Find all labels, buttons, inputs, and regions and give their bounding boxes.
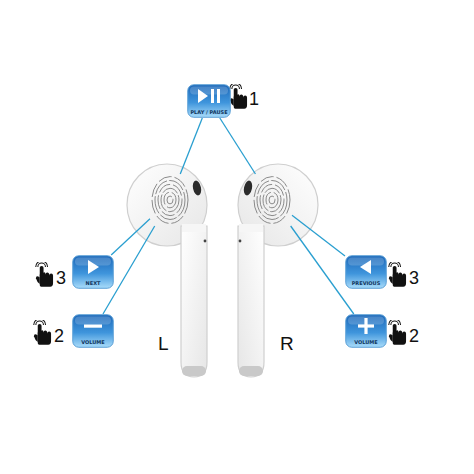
fingerprint-ridge <box>167 196 173 204</box>
callout-number: 2 <box>409 326 419 346</box>
fingerprint-ridge <box>155 181 185 220</box>
fingerprint-ridge <box>152 177 188 224</box>
fingerprint-ridge <box>254 177 290 224</box>
side-letter: L <box>158 334 169 354</box>
control-button: PLAY / PAUSE <box>187 84 231 118</box>
side-letter: R <box>280 334 294 354</box>
button-face <box>73 256 114 289</box>
callout-number: 1 <box>249 89 259 109</box>
leader-line <box>111 219 150 255</box>
tap-hand <box>389 261 406 287</box>
button-face <box>73 315 114 348</box>
right-earbud <box>238 164 318 377</box>
control-button: PREVIOUS <box>345 255 387 289</box>
tap-hand <box>230 83 247 109</box>
touch-area: R <box>252 174 292 226</box>
callout-number: 3 <box>56 268 66 288</box>
leader-line <box>180 118 202 174</box>
button-caption: NEXT <box>86 280 101 286</box>
button-glyph <box>198 89 220 103</box>
fingerprint-ridge <box>158 184 182 215</box>
touch-area: L <box>150 174 190 226</box>
fingerprint-ridge <box>269 196 275 204</box>
left-earbud <box>127 164 207 377</box>
fingerprint-ridge <box>263 188 281 211</box>
fingerprint <box>252 174 292 226</box>
button-face <box>346 256 387 289</box>
fingerprint-ridge <box>266 192 278 208</box>
control-button: VOLUME <box>72 314 114 348</box>
tap-hand <box>34 319 51 345</box>
fingerprint-ridge <box>260 184 284 215</box>
callout-number: 2 <box>54 326 64 346</box>
leader-line <box>292 215 345 256</box>
button-face <box>188 85 231 118</box>
control-button: VOLUME <box>345 314 387 348</box>
button-caption: VOLUME <box>354 339 378 345</box>
fingerprint <box>150 174 190 226</box>
button-glyph <box>360 260 371 274</box>
button-glyph <box>88 260 99 274</box>
fingerprint-ridge <box>161 188 179 211</box>
tap-hand <box>36 261 53 287</box>
tap-hand <box>389 319 406 345</box>
button-glyph <box>358 318 374 334</box>
button-glyph <box>84 325 102 328</box>
leader-line <box>220 118 256 174</box>
button-gloss <box>190 87 228 95</box>
button-face <box>346 315 387 348</box>
control-button: NEXT <box>72 255 114 289</box>
fingerprint-ridge <box>164 192 176 208</box>
fingerprint-ridge <box>257 181 287 220</box>
button-caption: PREVIOUS <box>352 280 381 286</box>
leader-line <box>291 226 354 314</box>
button-gloss <box>75 317 111 325</box>
button-caption: VOLUME <box>81 339 105 345</box>
button-caption: PLAY / PAUSE <box>190 109 227 115</box>
callout-number: 3 <box>409 268 419 288</box>
